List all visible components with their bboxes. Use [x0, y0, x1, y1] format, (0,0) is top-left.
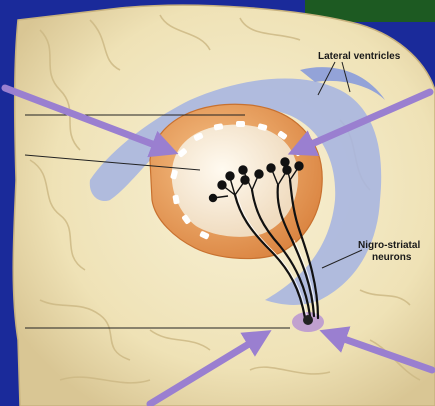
label-neurons: neurons	[372, 253, 411, 264]
label-lateral-ventricles: Lateral ventricles	[318, 52, 400, 63]
striatum-inner	[172, 125, 298, 237]
neuron-cell-body	[303, 315, 313, 325]
label-nigro-striatal: Nigro-striatal	[358, 241, 420, 252]
